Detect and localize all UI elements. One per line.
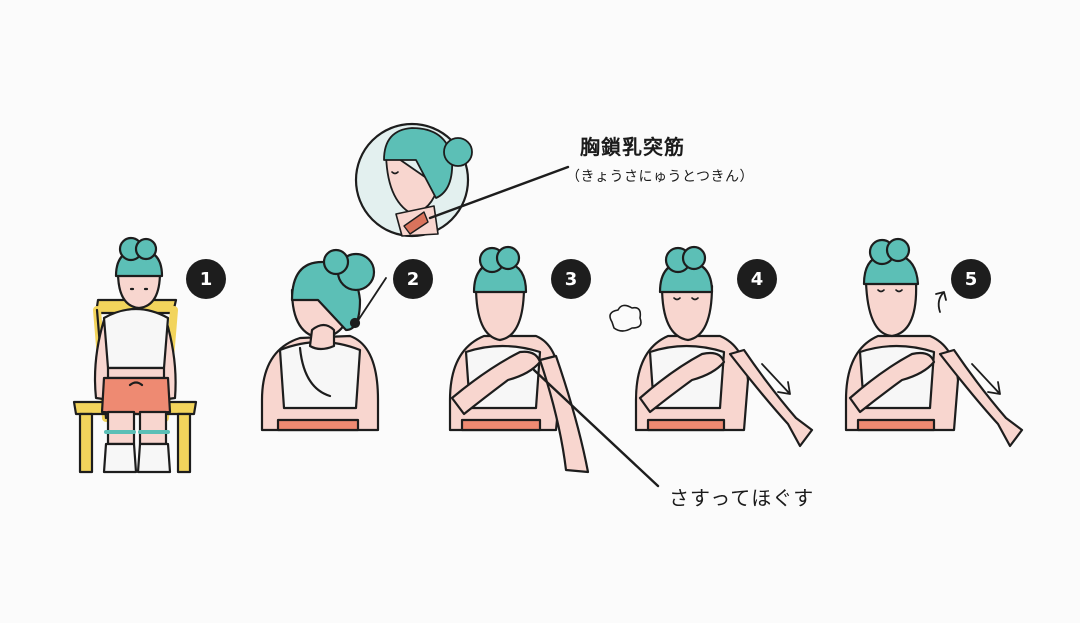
magnifier-closeup xyxy=(354,122,473,238)
step-1-badge: 1 xyxy=(186,259,226,299)
arrow-down-icon xyxy=(761,363,791,395)
step-3-badge: 3 xyxy=(551,259,591,299)
figure-5-tilt-back xyxy=(844,237,1024,448)
figure-2-hand-on-neck xyxy=(260,248,380,432)
figure-3-rubbing xyxy=(448,245,590,474)
muscle-highlight xyxy=(403,211,429,235)
action-pointer-line xyxy=(532,368,660,488)
step-5-badge: 5 xyxy=(951,259,991,299)
step-4-badge: 4 xyxy=(737,259,777,299)
muscle-pointer-line xyxy=(428,165,570,220)
breath-puff-icon xyxy=(609,304,642,332)
arrow-up-icon xyxy=(935,291,947,313)
neck-pointer-dot xyxy=(349,317,361,329)
action-label: さすってほぐす xyxy=(669,486,815,510)
step-2-badge: 2 xyxy=(393,259,433,299)
muscle-reading-label: （きょうさにゅうとつきん） xyxy=(566,169,754,185)
figure-4-exhale xyxy=(609,245,814,448)
muscle-name-label: 胸鎖乳突筋 xyxy=(580,135,685,159)
arrow-down-icon xyxy=(971,363,1001,395)
figure-1-seated xyxy=(72,236,198,474)
neck-pointer-line xyxy=(356,277,387,323)
